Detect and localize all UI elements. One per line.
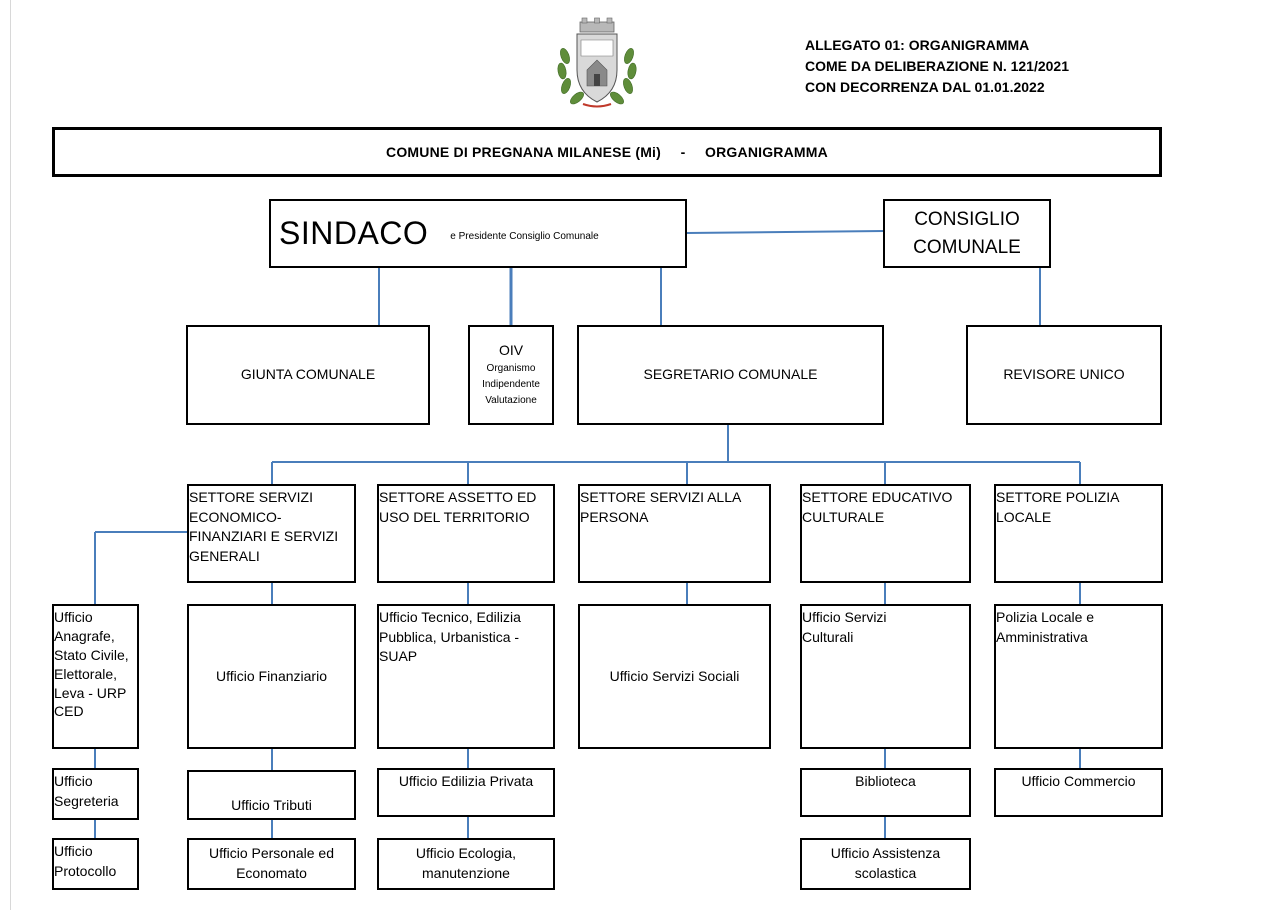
box-ufficio-tecnico: Ufficio Tecnico, Edilizia Pubblica, Urba… [377,604,555,749]
box-ufficio-polizia-amministrativa: Polizia Locale e Amministrativa [994,604,1163,749]
ufficio-line: Protocollo [54,862,117,879]
ufficio-line: Ufficio Personale ed [208,845,335,862]
ufficio-line: CED [54,703,84,720]
giunta-label: GIUNTA COMUNALE [240,366,376,383]
box-ufficio-personale: Ufficio Personale ed Economato [187,838,356,890]
box-ufficio-assistenza-scolastica: Ufficio Assistenza scolastica [800,838,971,890]
oiv-sublabel: Indipendente [482,378,540,390]
box-settore-educativo: SETTORE EDUCATIVO CULTURALE [800,484,971,583]
ufficio-label: Biblioteca [855,773,916,789]
resolution-note-line: COME DA DELIBERAZIONE N. 121/2021 [805,58,1069,74]
title-bar: COMUNE DI PREGNANA MILANESE (Mi) - ORGAN… [52,127,1162,177]
resolution-note-line: ALLEGATO 01: ORGANIGRAMMA [805,37,1030,53]
consiglio-line: CONSIGLIO [914,208,1020,230]
ufficio-line: Stato Civile, [54,646,129,663]
ufficio-line: Ufficio Ecologia, [415,845,517,862]
oiv-label: OIV [498,342,524,359]
box-ufficio-protocollo: Ufficio Protocollo [52,838,139,890]
ufficio-line: Polizia Locale e [996,609,1095,625]
revisore-label: REVISORE UNICO [1003,366,1125,383]
settore-line: GENERALI [189,547,260,564]
ufficio-line: Leva - URP [54,684,127,701]
ufficio-label: Ufficio Edilizia Privata [398,773,534,789]
ufficio-line: Anagrafe, [54,627,115,644]
resolution-note: ALLEGATO 01: ORGANIGRAMMA COME DA DELIBE… [805,35,1069,98]
box-settore-polizia: SETTORE POLIZIA LOCALE [994,484,1163,583]
settore-line: LOCALE [996,508,1052,525]
settore-line: SETTORE SERVIZI ALLA [580,489,742,505]
ufficio-line: Pubblica, Urbanistica - [379,628,520,645]
ufficio-line: Amministrativa [996,628,1088,645]
ufficio-label: Ufficio Commercio [1021,773,1136,789]
municipal-crest-icon [557,17,637,108]
box-settore-economico: SETTORE SERVIZI ECONOMICO- FINANZIARI E … [187,484,356,583]
box-ufficio-commercio: Ufficio Commercio [994,768,1163,817]
title-organigramma: ORGANIGRAMMA [705,144,828,160]
segretario-label: SEGRETARIO COMUNALE [643,366,818,383]
title-separator: - [680,144,686,160]
ufficio-line: Ufficio [54,773,93,789]
ufficio-line: scolastica [854,865,917,881]
oiv-sublabel: Organismo [486,362,536,374]
box-ufficio-servizi-culturali: Ufficio Servizi Culturali [800,604,971,749]
oiv-sublabel: Valutazione [485,394,537,406]
ufficio-line: SUAP [379,648,418,665]
ufficio-line: Segreteria [54,792,119,809]
box-consiglio-comunale: CONSIGLIO COMUNALE [883,199,1051,268]
box-ufficio-servizi-sociali: Ufficio Servizi Sociali [578,604,771,749]
ufficio-line: Culturali [802,628,854,645]
settore-line: ECONOMICO- [189,508,282,525]
settore-line: SETTORE ASSETTO ED [379,489,537,505]
ufficio-label: Ufficio Finanziario [215,667,327,684]
ufficio-line: Ufficio Assistenza [830,845,941,862]
sindaco-sublabel: e Presidente Consiglio Comunale [450,231,599,242]
settore-line: SETTORE SERVIZI [189,489,313,505]
ufficio-line: Ufficio [54,843,93,859]
sindaco-label: SINDACO [279,215,429,251]
settore-line: SETTORE EDUCATIVO [802,489,953,505]
ufficio-line: Ufficio [54,609,93,625]
box-oiv: OIV Organismo Indipendente Valutazione [468,325,554,425]
box-ufficio-ecologia: Ufficio Ecologia, manutenzione [377,838,555,890]
box-revisore-unico: REVISORE UNICO [966,325,1162,425]
ufficio-label: Ufficio Servizi Sociali [609,667,740,684]
box-ufficio-tributi: Ufficio Tributi [187,770,356,820]
consiglio-line: COMUNALE [913,236,1021,258]
ufficio-line: Ufficio Servizi [802,609,887,625]
resolution-note-line: CON DECORRENZA DAL 01.01.2022 [805,79,1045,95]
box-segretario-comunale: SEGRETARIO COMUNALE [577,325,884,425]
box-giunta-comunale: GIUNTA COMUNALE [186,325,430,425]
title-municipality: COMUNE DI PREGNANA MILANESE (Mi) [386,144,662,160]
settore-line: SETTORE POLIZIA [996,489,1120,505]
settore-line: PERSONA [580,508,649,525]
box-settore-persona: SETTORE SERVIZI ALLA PERSONA [578,484,771,583]
settore-line: FINANZIARI E SERVIZI [189,528,339,545]
ufficio-line: Ufficio Tecnico, Edilizia [379,609,521,625]
box-settore-assetto: SETTORE ASSETTO ED USO DEL TERRITORIO [377,484,555,583]
settore-line: USO DEL TERRITORIO [379,508,530,525]
box-ufficio-anagrafe: Ufficio Anagrafe, Stato Civile, Elettora… [52,604,139,749]
ufficio-line: Elettorale, [54,665,118,682]
page-edge [10,0,11,910]
ufficio-label: Ufficio Tributi [231,797,312,814]
box-sindaco: SINDACO e Presidente Consiglio Comunale [269,199,687,268]
settore-line: CULTURALE [802,508,885,525]
ufficio-line: manutenzione [422,865,510,881]
box-ufficio-segreteria: Ufficio Segreteria [52,768,139,820]
box-biblioteca: Biblioteca [800,768,971,817]
box-ufficio-edilizia-privata: Ufficio Edilizia Privata [377,768,555,817]
ufficio-line: Economato [236,865,307,881]
box-ufficio-finanziario: Ufficio Finanziario [187,604,356,749]
